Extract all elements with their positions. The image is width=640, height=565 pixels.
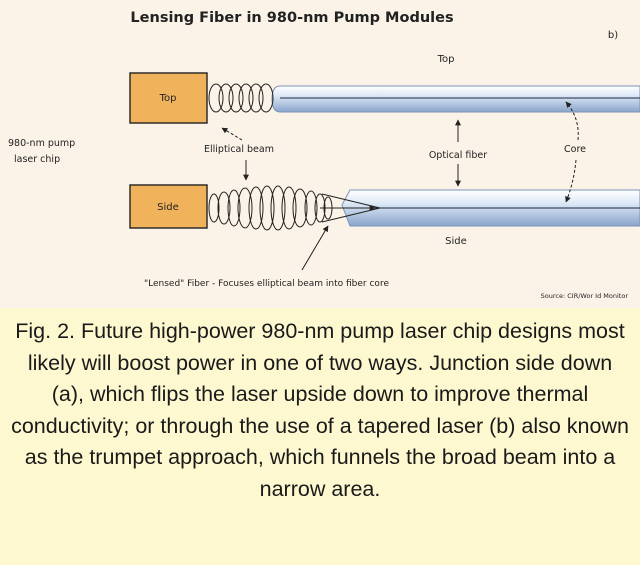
elliptical-beam-arrow-up — [221, 127, 243, 141]
laser-chip-top — [129, 72, 208, 124]
lensed-fiber-label: "Lensed" Fiber - Focuses elliptical beam… — [144, 279, 389, 289]
caption-area: Fig. 2. Future high-power 980-nm pump la… — [0, 308, 640, 565]
chip-top-label: Top — [159, 93, 177, 104]
laser-chip-side — [129, 184, 208, 229]
lensed-fiber-arrow — [301, 225, 329, 271]
optical-fiber-label: Optical fiber — [429, 150, 487, 161]
top-view-label: Top — [437, 54, 455, 65]
core-arrow-up — [565, 101, 579, 141]
source-credit: Source: CIR/Wor Id Monitor — [541, 292, 629, 300]
core-arrow-down — [565, 159, 577, 203]
top-elliptical-beam — [208, 83, 274, 113]
side-view-label: Side — [445, 236, 467, 247]
lensing-fiber-figure: Lensing Fiber in 980-nm Pump Modules b) … — [8, 10, 640, 300]
chip-description-line1: 980-nm pump — [8, 138, 75, 149]
elliptical-beam-label: Elliptical beam — [204, 144, 274, 155]
figure-title: Lensing Fiber in 980-nm Pump Modules — [130, 10, 453, 26]
core-label: Core — [564, 144, 586, 155]
top-optical-fiber — [271, 85, 640, 113]
side-optical-fiber — [341, 189, 640, 227]
side-elliptical-beam — [208, 185, 333, 231]
panel-label: b) — [608, 30, 618, 41]
diagram-svg: Lensing Fiber in 980-nm Pump Modules b) … — [8, 10, 640, 300]
chip-description-line2: laser chip — [14, 154, 60, 165]
figure-caption: Fig. 2. Future high-power 980-nm pump la… — [11, 319, 629, 501]
focusing-rays — [320, 193, 381, 223]
chip-side-label: Side — [157, 202, 179, 213]
